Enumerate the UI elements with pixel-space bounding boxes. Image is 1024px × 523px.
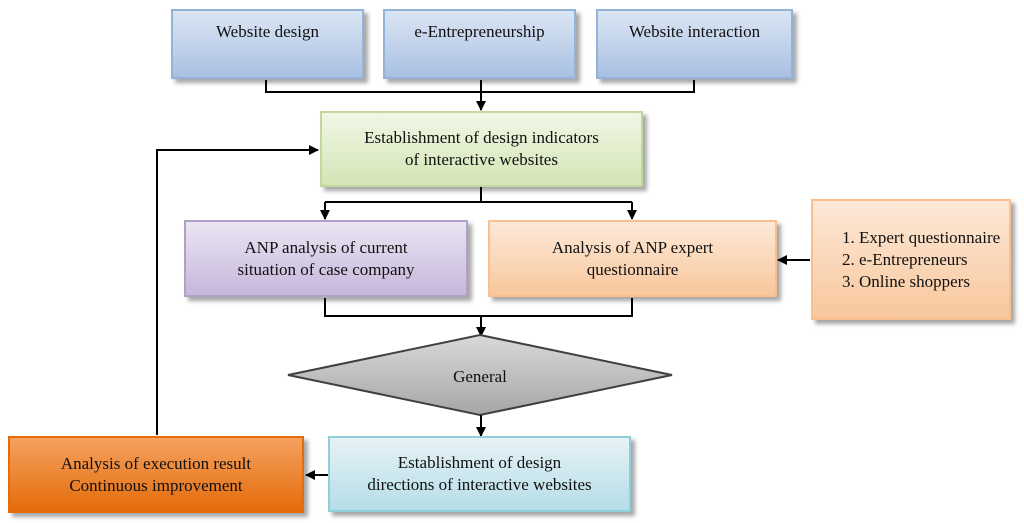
execution-box: Analysis of execution result Continuous … <box>8 436 304 513</box>
establish-directions-line1: Establishment of design <box>397 453 562 472</box>
e-entrepreneurship-label: e-Entrepreneurship <box>414 22 545 41</box>
anp-expert-line1: Analysis of ANP expert <box>551 237 714 257</box>
website-interaction-label: Website interaction <box>628 22 761 41</box>
general-label: General <box>453 367 507 386</box>
anp-current-line2: situation of case company <box>237 259 415 279</box>
website-design-label: Website design <box>216 22 319 41</box>
establish-indicators-line1: Establishment of design indicators <box>364 128 599 147</box>
execution-line2: Continuous improvement <box>69 475 243 495</box>
inputs-box: Expert questionnaire e-Entrepreneurs Onl… <box>811 199 1011 320</box>
input-item-entrepreneurs: e-Entrepreneurs <box>859 249 1000 271</box>
feedback-loop-arrow <box>156 145 319 435</box>
anp-expert-box: Analysis of ANP expert questionnaire <box>488 220 777 297</box>
anp-current-box: ANP analysis of current situation of cas… <box>184 220 468 297</box>
inputs-list: Expert questionnaire e-Entrepreneurs Onl… <box>835 227 1000 293</box>
input-item-shoppers: Online shoppers <box>859 271 1000 293</box>
website-interaction-box: Website interaction <box>596 9 793 79</box>
establish-directions-line2: directions of interactive websites <box>367 475 592 494</box>
anp-expert-line2: questionnaire <box>586 259 679 279</box>
establish-indicators-line2: of interactive websites <box>405 150 558 169</box>
e-entrepreneurship-box: e-Entrepreneurship <box>383 9 576 79</box>
website-design-box: Website design <box>171 9 364 79</box>
anp-current-line1: ANP analysis of current <box>244 237 408 257</box>
establish-indicators-box: Establishment of design indicators of in… <box>320 111 643 187</box>
input-item-expert: Expert questionnaire <box>859 227 1000 249</box>
establish-directions-box: Establishment of design directions of in… <box>328 436 631 512</box>
execution-line1: Analysis of execution result <box>60 453 252 473</box>
